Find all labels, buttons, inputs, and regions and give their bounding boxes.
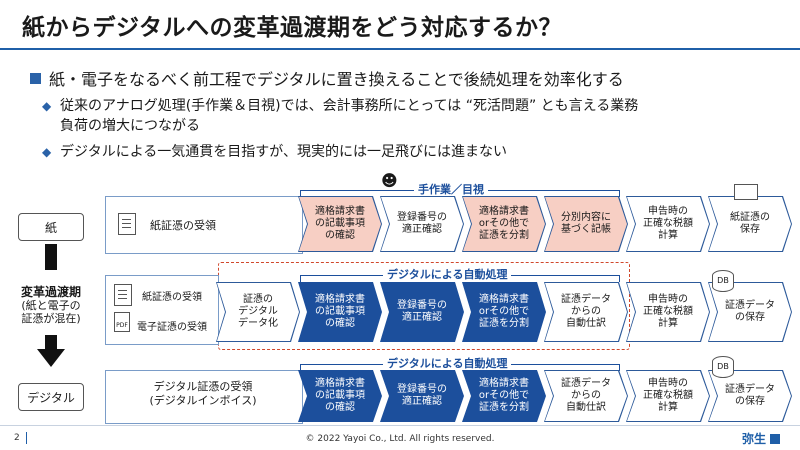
row3-step-reg-number: 登録番号の 適正確認 bbox=[380, 370, 464, 422]
row1-step-store: 紙証憑の 保存 bbox=[708, 196, 792, 252]
down-arrow-icon bbox=[37, 349, 65, 367]
sub-bullet-1-line1: 従来のアナログ処理(手作業＆目視)では、会計事務所にとっては “死活問題” とも… bbox=[60, 98, 639, 114]
box-icon bbox=[734, 184, 758, 200]
row2-step-tax: 申告時の 正確な税額 計算 bbox=[626, 282, 710, 342]
sub-bullet-1: ◆ 従来のアナログ処理(手作業＆目視)では、会計事務所にとっては “死活問題” … bbox=[42, 96, 639, 136]
arrow-shaft-top bbox=[45, 244, 57, 270]
arrow-shaft-bottom bbox=[45, 335, 57, 349]
row2-bracket-label: デジタルによる自動処理 bbox=[383, 266, 512, 282]
row1-step-split: 適格請求書 orその他で 証憑を分割 bbox=[462, 196, 546, 252]
page-title: 紙からデジタルへの変革過渡期をどう対応するか？ bbox=[22, 15, 563, 41]
logo-text: 弥生 bbox=[742, 432, 767, 446]
row1-step-tax: 申告時の 正確な税額 計算 bbox=[626, 196, 710, 252]
pdf-doc-icon: PDF bbox=[114, 312, 130, 332]
paper-doc-icon bbox=[114, 284, 132, 306]
database-icon: DB bbox=[712, 270, 734, 292]
square-bullet-icon bbox=[30, 73, 41, 84]
transition-title: 変革過渡期 bbox=[20, 285, 81, 299]
sub-bullet-1-line2: 負荷の増大につながる bbox=[60, 118, 200, 134]
database-icon: DB bbox=[712, 356, 734, 378]
row3-step-check-items: 適格請求書 の記載事項 の確認 bbox=[298, 370, 382, 422]
person-icon: ☻ bbox=[381, 171, 398, 190]
transition-sub1: (紙と電子の bbox=[21, 299, 81, 312]
row3-receive-line2: (デジタルインボイス) bbox=[149, 394, 257, 407]
title-divider bbox=[0, 48, 800, 50]
sub-bullet-2-text: デジタルによる一気通貫を目指すが、現実的には一足飛びには進まない bbox=[60, 144, 508, 160]
row1-step-reg-number: 登録番号の 適正確認 bbox=[380, 196, 464, 252]
paper-doc-icon bbox=[118, 213, 136, 235]
row1-receive-bar bbox=[105, 196, 303, 254]
copyright: © 2022 Yayoi Co., Ltd. All rights reserv… bbox=[305, 434, 495, 444]
row2-step-store: 証憑データ の保存 bbox=[708, 282, 792, 342]
row1-step-check-items: 適格請求書 の記載事項 の確認 bbox=[298, 196, 382, 252]
logo-mark-icon bbox=[770, 434, 781, 444]
diamond-bullet-icon: ◆ bbox=[42, 145, 52, 159]
row3-receive-bar bbox=[105, 370, 303, 424]
main-bullet: 紙・電子をなるべく前工程でデジタルに置き換えることで後続処理を効率化する bbox=[30, 66, 624, 90]
row1-receive-text: 紙証憑の受領 bbox=[150, 219, 216, 232]
row2-step-auto-journal: 証憑データ からの 自動仕訳 bbox=[544, 282, 628, 342]
row2-step-reg-number: 登録番号の 適正確認 bbox=[380, 282, 464, 342]
row2-receive-pdf: 電子証憑の受領 bbox=[137, 322, 207, 333]
footer-divider bbox=[0, 425, 800, 426]
row2-step-digitize: 証憑の デジタル データ化 bbox=[216, 282, 300, 342]
row2-step-split: 適格請求書 orその他で 証憑を分割 bbox=[462, 282, 546, 342]
row3-step-split: 適格請求書 orその他で 証憑を分割 bbox=[462, 370, 546, 422]
row3-receive-text: デジタル証憑の受領 (デジタルインボイス) bbox=[105, 380, 301, 408]
paper-label: 紙 bbox=[18, 213, 84, 241]
diamond-bullet-icon: ◆ bbox=[42, 99, 52, 113]
row2-receive-paper: 紙証憑の受領 bbox=[142, 292, 202, 303]
row3-bracket-label: デジタルによる自動処理 bbox=[383, 355, 512, 371]
transition-label: 変革過渡期 (紙と電子の 証憑が混在) bbox=[6, 285, 96, 325]
row3-step-auto-journal: 証憑データ からの 自動仕訳 bbox=[544, 370, 628, 422]
page-number-divider bbox=[26, 432, 27, 444]
page-number: 2 bbox=[14, 433, 20, 443]
main-bullet-text: 紙・電子をなるべく前工程でデジタルに置き換えることで後続処理を効率化する bbox=[49, 70, 624, 89]
row3-receive-line1: デジタル証憑の受領 bbox=[153, 380, 253, 393]
company-logo: 弥生 bbox=[742, 430, 781, 447]
row3-step-tax: 申告時の 正確な税額 計算 bbox=[626, 370, 710, 422]
digital-label: デジタル bbox=[18, 383, 84, 411]
row1-step-bookkeeping: 分別内容に 基づく記帳 bbox=[544, 196, 628, 252]
row2-step-check-items: 適格請求書 の記載事項 の確認 bbox=[298, 282, 382, 342]
row1-bracket-label: 手作業／目視 bbox=[414, 181, 488, 197]
row3-step-store: 証憑データ の保存 bbox=[708, 370, 792, 422]
sub-bullet-2: ◆ デジタルによる一気通貫を目指すが、現実的には一足飛びには進まない bbox=[42, 142, 508, 162]
transition-sub2: 証憑が混在) bbox=[21, 312, 81, 325]
